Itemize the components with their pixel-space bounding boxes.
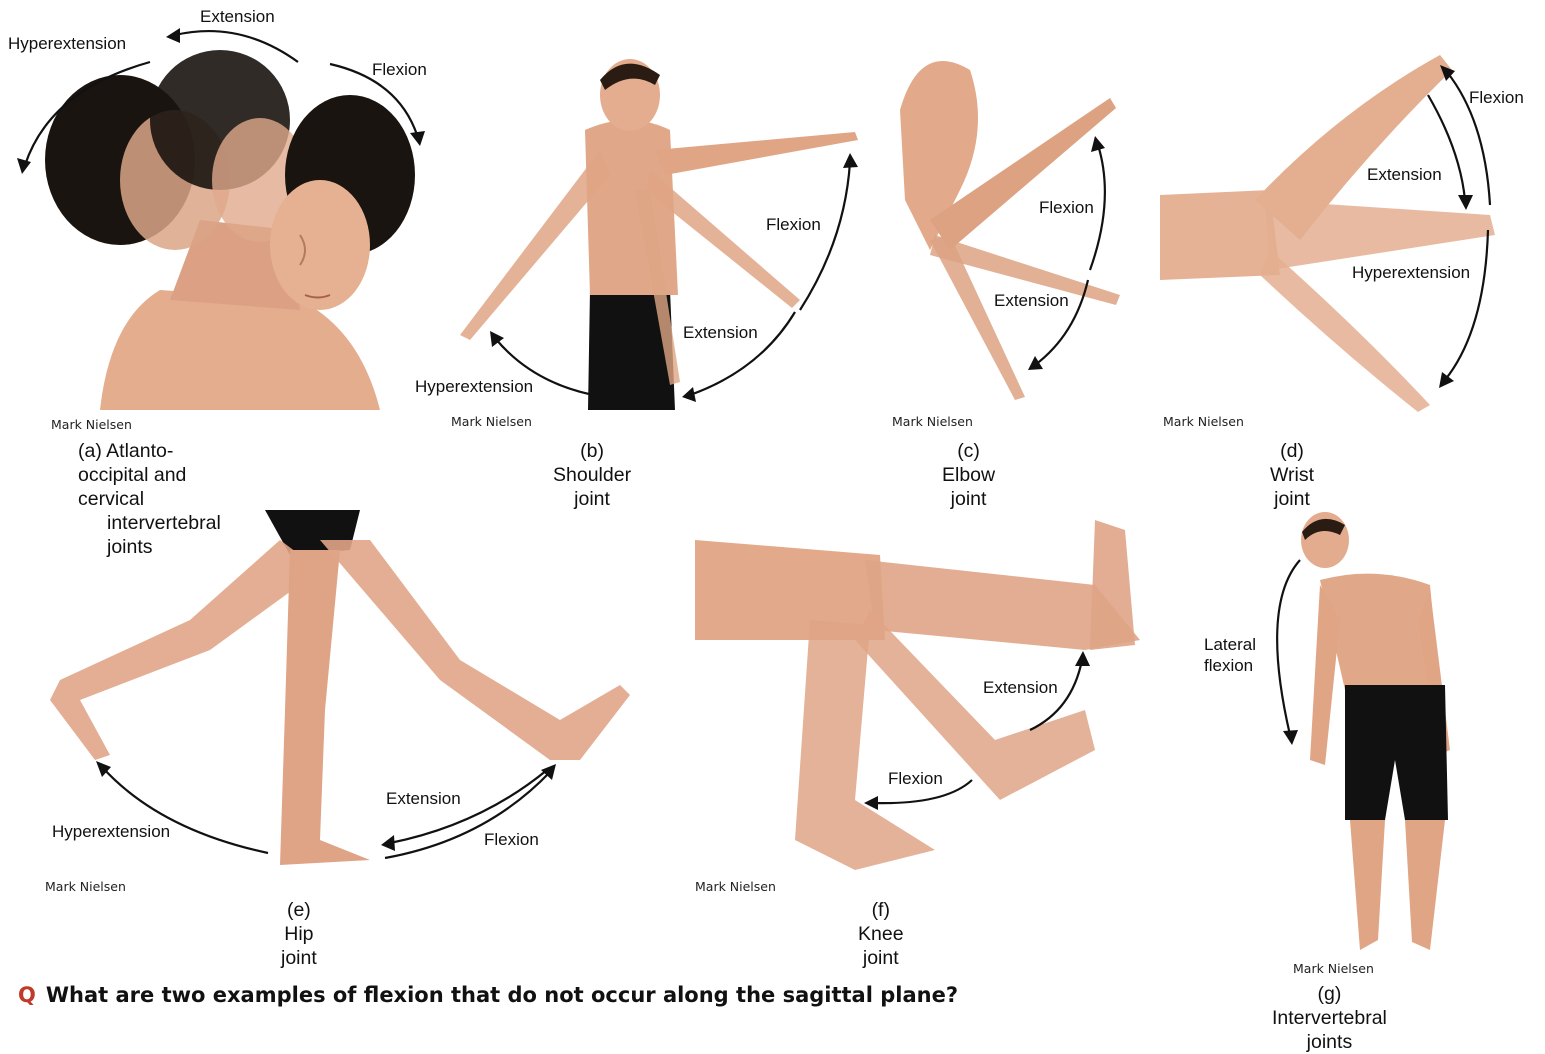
caption-g: (g) Intervertebral joints — [1272, 982, 1387, 1054]
label-flexion: Flexion — [766, 215, 821, 235]
photo-credit: Mark Nielsen — [1163, 414, 1244, 429]
label-hyperextension: Hyperextension — [415, 377, 533, 397]
label-flexion: Flexion — [1469, 88, 1524, 108]
label-lateral: Lateral — [1204, 635, 1256, 655]
caption-f: (f) Knee joint — [858, 898, 904, 970]
photo-credit: Mark Nielsen — [892, 414, 973, 429]
label-extension: Extension — [1367, 165, 1442, 185]
intervertebral-photo — [1290, 510, 1460, 960]
label-flexion: Flexion — [1039, 198, 1094, 218]
question-marker: Q — [18, 983, 36, 1007]
lateral-arrow — [1260, 555, 1310, 755]
label-extension: Extension — [200, 7, 275, 27]
label-flexion: Flexion — [484, 830, 539, 850]
neck-arrows — [0, 0, 450, 200]
label-extension: Extension — [683, 323, 758, 343]
hip-arrows — [80, 740, 580, 870]
label-hyperextension: Hyperextension — [1352, 263, 1470, 283]
caption-e: (e) Hip joint — [281, 898, 317, 970]
label-flexion: Flexion — [372, 60, 427, 80]
photo-credit: Mark Nielsen — [45, 879, 126, 894]
caption-c: (c) Elbow joint — [942, 439, 995, 511]
label-extension: Extension — [983, 678, 1058, 698]
knee-arrows — [860, 640, 1100, 820]
photo-credit: Mark Nielsen — [1293, 961, 1374, 976]
label-flexion: flexion — [1204, 656, 1253, 676]
photo-credit: Mark Nielsen — [695, 879, 776, 894]
label-extension: Extension — [386, 789, 461, 809]
label-hyperextension: Hyperextension — [52, 822, 170, 842]
elbow-arrows — [990, 120, 1130, 380]
label-hyperextension: Hyperextension — [8, 34, 126, 54]
photo-credit: Mark Nielsen — [451, 414, 532, 429]
caption-a-line1: (a) Atlanto-occipital and cervical — [78, 439, 221, 511]
label-flexion: Flexion — [888, 769, 943, 789]
caption-d: (d) Wrist joint — [1270, 439, 1314, 511]
photo-credit: Mark Nielsen — [51, 417, 132, 432]
caption-b: (b) Shoulder joint — [553, 439, 631, 511]
question: Q What are two examples of flexion that d… — [18, 983, 958, 1007]
label-extension: Extension — [994, 291, 1069, 311]
question-text: What are two examples of flexion that do… — [46, 983, 958, 1007]
